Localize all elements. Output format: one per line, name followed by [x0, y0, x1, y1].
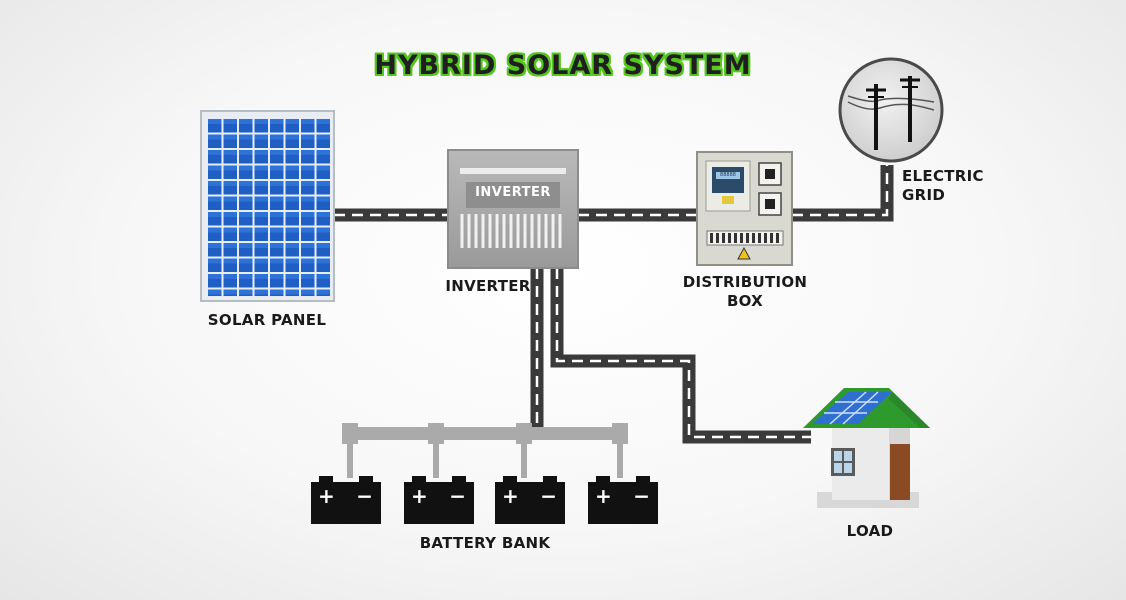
- battery-icon: + −: [495, 476, 565, 524]
- battery-bus-bar: [342, 423, 628, 478]
- diagram-title: HYBRID SOLAR SYSTEM: [374, 50, 752, 81]
- inverter-label: INVERTER: [445, 277, 531, 295]
- distribution-box-icon: [696, 151, 793, 266]
- meter-display: 88888: [720, 172, 736, 178]
- solar-panel-label: SOLAR PANEL: [207, 311, 327, 329]
- power-pole-icon: [838, 57, 944, 163]
- battery-icon: + −: [311, 476, 381, 524]
- load-label: LOAD: [846, 522, 894, 540]
- battery-minus: −: [356, 484, 373, 508]
- distribution-box-label: DISTRIBUTION BOX: [675, 273, 815, 311]
- distribution-box-label-line2: BOX: [726, 292, 764, 310]
- electric-grid-label: ELECTRIC GRID: [902, 167, 992, 205]
- cable-distribution-to-grid: [792, 165, 894, 222]
- battery-plus: +: [502, 484, 519, 508]
- cable-inverter-to-load: [550, 268, 811, 444]
- battery-minus: −: [449, 484, 466, 508]
- battery-plus: +: [318, 484, 335, 508]
- battery-plus: +: [595, 484, 612, 508]
- electric-grid-label-line2: GRID: [902, 186, 946, 204]
- battery-icon: + −: [588, 476, 658, 524]
- battery-icon: + −: [404, 476, 474, 524]
- battery-minus: −: [633, 484, 650, 508]
- house-icon: [803, 388, 930, 508]
- battery-bank-label: BATTERY BANK: [419, 534, 551, 552]
- inverter-icon: [447, 149, 579, 269]
- electric-grid-label-line1: ELECTRIC: [902, 167, 984, 185]
- battery-minus: −: [540, 484, 557, 508]
- distribution-box-label-line1: DISTRIBUTION: [682, 273, 808, 291]
- battery-plus: +: [411, 484, 428, 508]
- inverter-panel-text: INVERTER: [475, 185, 551, 200]
- solar-panel-icon: [200, 110, 335, 302]
- cable-network: [334, 165, 894, 444]
